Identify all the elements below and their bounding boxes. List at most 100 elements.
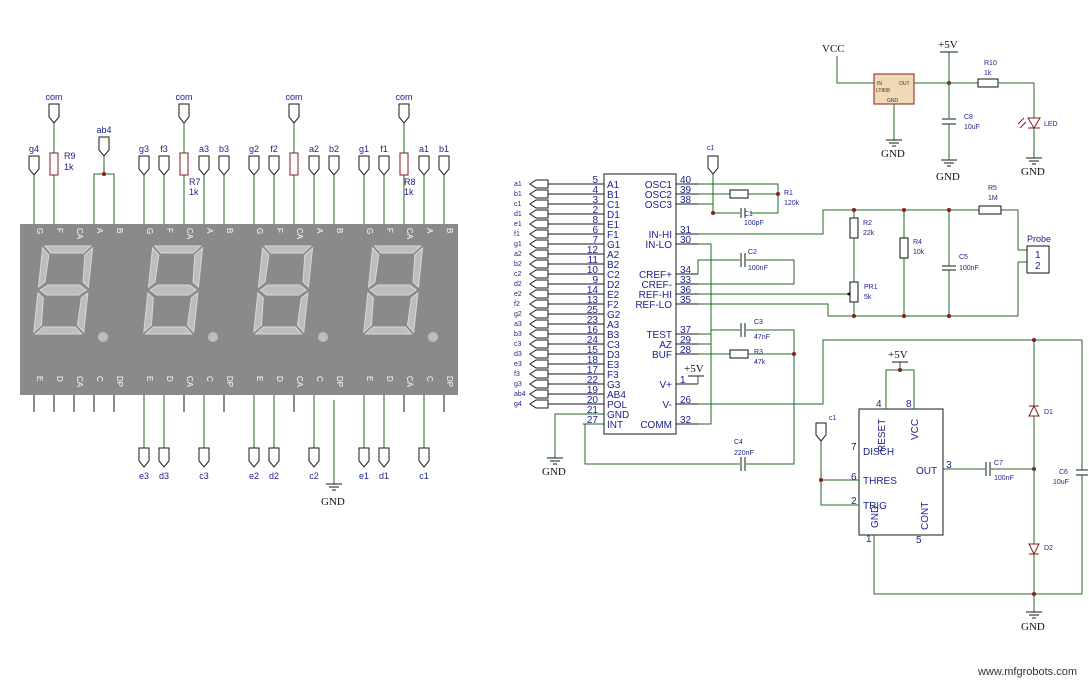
net-port-icon bbox=[529, 199, 549, 209]
net-port-icon bbox=[378, 155, 390, 176]
ic-pin-name: A1 bbox=[607, 180, 620, 191]
ic-input-net-label: e2 bbox=[514, 291, 522, 298]
ic-pin-name: A2 bbox=[607, 250, 620, 261]
ic-pin-name: OSC1 bbox=[645, 180, 673, 191]
ic-pin-name: F2 bbox=[607, 300, 619, 311]
display-bottom-pin-label: DP bbox=[335, 376, 344, 387]
segment bbox=[406, 291, 419, 334]
net-label: com bbox=[285, 92, 302, 102]
net-label: b2 bbox=[329, 144, 339, 154]
display-top-pin-label: F bbox=[385, 228, 394, 233]
ic-pin-number: 32 bbox=[680, 415, 692, 426]
ic-pin-number: 4 bbox=[592, 185, 598, 196]
net-label: g3 bbox=[139, 144, 149, 154]
r10-ref: R10 bbox=[984, 60, 997, 67]
ic-pin-name: TEST bbox=[646, 330, 672, 341]
led-label: LED bbox=[1044, 121, 1058, 128]
display-top-pin-label: CA bbox=[405, 228, 414, 240]
t555-reset: RESET bbox=[877, 419, 888, 452]
ic-input-net-label: a1 bbox=[514, 181, 522, 188]
display-top-pin-label: B bbox=[335, 228, 344, 233]
decimal-point bbox=[98, 332, 108, 342]
segment bbox=[147, 246, 160, 289]
net-port-icon bbox=[529, 259, 549, 269]
display-bottom-pin-label: CA bbox=[75, 376, 84, 388]
ic-pin-number: 38 bbox=[680, 195, 692, 206]
net-port-icon bbox=[529, 379, 549, 389]
segment bbox=[373, 245, 423, 254]
net-port-icon bbox=[158, 447, 170, 468]
reg-in: IN bbox=[877, 81, 882, 87]
display-bottom-pin-label: CA bbox=[405, 376, 414, 388]
net-port-icon bbox=[529, 209, 549, 219]
resistor-unlabeled bbox=[289, 152, 299, 176]
segment bbox=[367, 246, 380, 289]
c8-value: 10uF bbox=[964, 124, 980, 131]
segment bbox=[39, 284, 88, 296]
ic-pin-number: 29 bbox=[680, 335, 692, 346]
r2-value: 22k bbox=[863, 230, 875, 237]
display-bottom-pin-label: E bbox=[365, 376, 374, 381]
ic-pin-number: 33 bbox=[680, 275, 692, 286]
t555-out: OUT bbox=[916, 466, 937, 477]
decimal-point bbox=[208, 332, 218, 342]
net-port-icon bbox=[158, 155, 170, 176]
ic-pin-name: IN-LO bbox=[645, 240, 672, 251]
r2-ref: R2 bbox=[863, 220, 872, 227]
segment bbox=[253, 291, 264, 334]
ic-input-net-label: e1 bbox=[514, 221, 522, 228]
ic-pin-name: F1 bbox=[607, 230, 619, 241]
net-port-icon bbox=[529, 239, 549, 249]
ic-pin-number: 11 bbox=[588, 255, 599, 266]
integrator-network: C3 47nF R3 47k C4 220nF bbox=[584, 319, 796, 471]
pin-vcc: 8 bbox=[906, 399, 912, 410]
ic-pin-number: 25 bbox=[587, 305, 599, 316]
display-bottom-pin-label: CA bbox=[295, 376, 304, 388]
net-port-icon bbox=[28, 155, 40, 176]
net-port-icon bbox=[529, 329, 549, 339]
osc-network: R1 120k C1 100pF bbox=[698, 183, 800, 227]
reg-out: OUT bbox=[899, 81, 910, 87]
ic-pin-name: F3 bbox=[607, 370, 619, 381]
gnd-label-555: GND bbox=[1021, 621, 1045, 633]
reg-name: LT808 bbox=[876, 88, 890, 94]
ic-pin-number: 7 bbox=[592, 235, 598, 246]
segment bbox=[302, 246, 314, 289]
net-port-icon bbox=[248, 155, 260, 176]
display-bottom-pin-label: C bbox=[425, 376, 434, 382]
net-port-icon bbox=[529, 179, 549, 189]
display-bottom-pin-label: C bbox=[315, 376, 324, 382]
net-port-icon bbox=[529, 399, 549, 409]
t555-cont: CONT bbox=[920, 502, 931, 530]
net-port-icon bbox=[328, 155, 340, 176]
r4-ref: R4 bbox=[913, 239, 922, 246]
c1-port-555-label: c1 bbox=[829, 415, 837, 422]
ic-input-net-label: d2 bbox=[514, 281, 522, 288]
pin-reset: 4 bbox=[876, 399, 882, 410]
net-label: d2 bbox=[269, 471, 279, 481]
diode-d2-icon bbox=[1028, 543, 1040, 556]
ic-input-net-label: a2 bbox=[514, 251, 522, 258]
net-label: e1 bbox=[359, 471, 369, 481]
ic-input-net-label: b3 bbox=[514, 331, 522, 338]
ic-pin-name: BUF bbox=[652, 350, 672, 361]
net-port-icon bbox=[529, 219, 549, 229]
net-port-icon bbox=[529, 279, 549, 289]
c3-value: 47nF bbox=[754, 334, 770, 341]
ic-pin-name: CREF- bbox=[641, 280, 672, 291]
ic-pin-number: 22 bbox=[587, 375, 599, 386]
t555-trig: TRIG bbox=[863, 501, 887, 512]
ic-pin-number: 9 bbox=[592, 275, 598, 286]
c1-ref: C1 bbox=[744, 211, 753, 218]
net-port-icon bbox=[138, 447, 150, 468]
ic-pin-name: B1 bbox=[607, 190, 620, 201]
r10-value: 1k bbox=[984, 70, 992, 77]
ic-input-net-label: ab4 bbox=[514, 391, 526, 398]
decimal-point bbox=[428, 332, 438, 342]
display-top-pin-label: A bbox=[205, 228, 214, 234]
ic-pin-name: C2 bbox=[607, 270, 620, 281]
display-bottom-pin-label: D bbox=[275, 376, 284, 382]
c6-ref: C6 bbox=[1059, 469, 1068, 476]
